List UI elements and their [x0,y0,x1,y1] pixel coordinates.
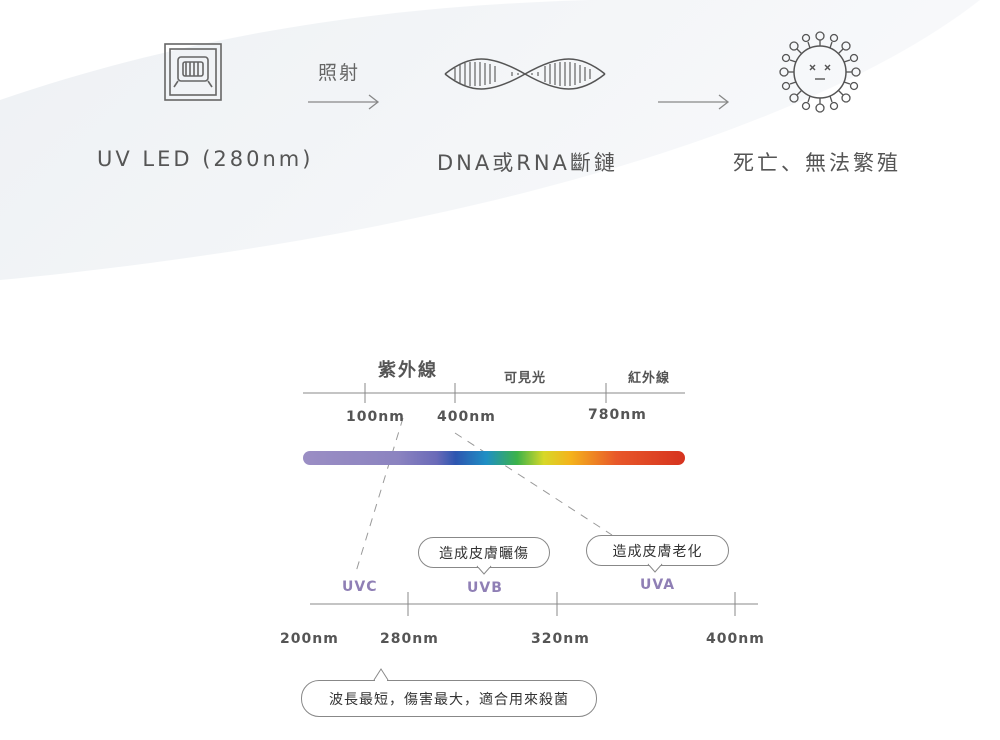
uvb-note: 造成皮膚曬傷 [439,545,529,562]
uvb-label: UVB [467,580,503,596]
tick-100-label: 100nm [346,409,405,425]
step-death-label: 死亡、無法繁殖 [733,151,901,175]
dna-icon [444,58,606,90]
uvb-callout: 造成皮膚曬傷 [418,537,550,568]
tick-400-label: 400nm [437,409,496,425]
zoom-line-right [454,432,613,536]
process-graphics [164,31,861,113]
zoom-line-left [354,417,404,576]
spectrum-bar [303,451,685,465]
tick-780-label: 780nm [588,407,647,423]
uva-label: UVA [640,577,676,593]
tick-320-label: 320nm [531,631,590,647]
step-uv-led-label: UV LED (280nm) [97,147,314,171]
background-swoosh [0,0,980,280]
uv-led-icon [164,43,222,101]
tick-400b-label: 400nm [706,631,765,647]
uva-note: 造成皮膚老化 [612,543,703,560]
uvc-label: UVC [342,579,378,595]
region-visible-label: 可見光 [504,371,547,386]
tick-200-label: 200nm [280,631,339,647]
arrow-1 [308,94,380,110]
uvc-note: 波長最短，傷害最大，適合用來殺菌 [329,691,569,708]
dead-virus-icon [779,31,861,113]
uva-callout: 造成皮膚老化 [586,535,729,566]
tick-280-label: 280nm [380,631,439,647]
region-ir-label: 紅外線 [628,371,671,386]
step-dna-break-label: DNA或RNA斷鏈 [437,151,618,175]
region-uv-label: 紫外線 [378,360,438,381]
irradiate-label: 照射 [318,62,361,84]
uvc-callout: 波長最短，傷害最大，適合用來殺菌 [301,680,597,717]
arrow-2 [658,94,730,110]
